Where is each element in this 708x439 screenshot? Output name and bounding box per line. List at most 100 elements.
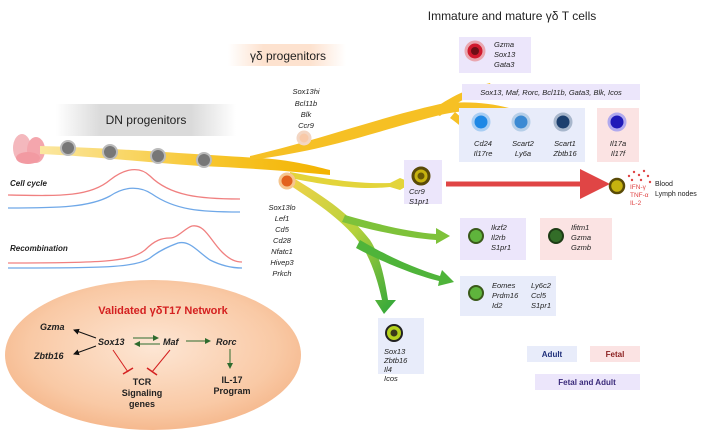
track-recombination-label: Recombination: [10, 244, 68, 253]
gene-scart1: Scart1: [554, 139, 576, 148]
gene-gata3-top: Gata3: [494, 60, 515, 69]
mid-fetal-genes: Ifitm1 Gzma Gzmb: [571, 223, 591, 252]
gene-gzmb: Gzmb: [571, 243, 591, 252]
gene-il17f: Il17f: [611, 149, 626, 158]
gene-ccr9: Ccr9: [409, 187, 426, 196]
node-il17-1: IL-17: [221, 375, 242, 385]
title-immature-mature: Immature and mature γδ T cells: [428, 9, 597, 23]
label-lymph-nodes: Lymph nodes: [655, 191, 697, 198]
track-cell-cycle-label: Cell cycle: [10, 179, 47, 188]
gene-gzma-top: Gzma: [494, 40, 514, 49]
node-sox13: Sox13: [98, 337, 125, 347]
network-ellipse: [5, 280, 301, 430]
gene-il17re: Il17re: [474, 149, 493, 158]
fetal-il17-cell: [607, 112, 627, 132]
gene-icos: Icos: [384, 374, 398, 383]
adult-cell-cd24: [471, 112, 491, 132]
legend-fetal: [590, 346, 640, 362]
cell-cycle-red-line: [7, 169, 241, 200]
legend-fetal-adult: [535, 374, 640, 390]
bottom-cell-box: [378, 318, 424, 374]
node-zbtb16: Zbtb16: [33, 351, 64, 361]
cytokine-ifng: IFN-γ: [630, 184, 647, 191]
node-tcr-3: genes: [129, 399, 155, 409]
edge-sox13-gzma: [73, 328, 97, 339]
branch-upper-genes: Sox13hi Bcl11b Blk Ccr9: [292, 87, 319, 130]
node-gzma: Gzma: [40, 322, 65, 332]
network-title: Validated γδT17 Network: [98, 305, 228, 317]
node-rorc: Rorc: [216, 337, 237, 347]
gene-ly6a: Ly6a: [515, 149, 531, 158]
adult-cell-scart1: [553, 112, 573, 132]
gene-sox13-top: Sox13: [494, 50, 516, 59]
gene-cd24: Cd24: [474, 139, 492, 148]
fetal-il17-genes: Il17a Il17f: [610, 139, 626, 158]
gene-sox13hi: Sox13hi: [292, 87, 319, 96]
gene-bcl11b: Bcl11b: [295, 99, 317, 108]
gene-blk: Blk: [301, 110, 313, 119]
network-tcr: TCR Signaling genes: [122, 377, 163, 409]
gene-il4: Il4: [384, 365, 392, 374]
label-blood: Blood: [655, 181, 673, 188]
adult-cells-genes: Cd24 Il17re Scart2 Ly6a Scart1 Zbtb16: [474, 139, 578, 158]
gene-il17a: Il17a: [610, 139, 626, 148]
ccr9-genes: Ccr9 S1pr1: [409, 187, 429, 206]
gene-sox13lo: Sox13lo: [268, 203, 295, 212]
blood-lymph-labels: Blood Lymph nodes: [655, 181, 697, 198]
recombination-blue-line: [7, 241, 243, 269]
gene-s1pr1-ccr9: S1pr1: [409, 197, 429, 206]
gene-s1pr1-eomes: S1pr1: [531, 301, 551, 310]
cytokine-il2: IL-2: [630, 200, 642, 207]
legend-adult-label: Adult: [542, 350, 563, 359]
cytokine-tnfa: TNF-α: [630, 192, 649, 199]
node-tcr-2: Signaling: [122, 388, 163, 398]
node-maf: Maf: [163, 337, 180, 347]
gene-cd28: Cd28: [273, 236, 292, 245]
gene-lef1: Lef1: [275, 214, 290, 223]
gd-progenitors-banner: [228, 44, 346, 66]
cell-cycle-blue-line: [7, 187, 241, 213]
gene-ccr9-upper: Ccr9: [298, 121, 315, 130]
recombination-red-line: [7, 225, 243, 264]
title-gd-progenitors: γδ progenitors: [250, 49, 326, 63]
flow-lower-to-eomes: [356, 240, 454, 286]
adult-cell-scart2: [511, 112, 531, 132]
cytokines: IFN-γ TNF-α IL-2: [630, 184, 649, 207]
network-il17: IL-17 Program: [213, 375, 250, 396]
legend-adult: [527, 346, 577, 362]
gene-ifitm1: Ifitm1: [571, 223, 589, 232]
top-cell-genes: Gzma Sox13 Gata3: [494, 40, 516, 69]
gene-nfatc1: Nfatc1: [271, 247, 293, 256]
flow-lower-to-bottom: [288, 176, 396, 314]
legend-fetal-label: Fetal: [606, 350, 625, 359]
flow-lower-to-mid: [342, 215, 450, 244]
gene-id2: Id2: [492, 301, 503, 310]
gene-prdm16: Prdm16: [492, 291, 519, 300]
cytokine-dots: [627, 169, 652, 184]
gd-progenitor-lower: [278, 172, 296, 190]
shared-gene-bar: [462, 84, 640, 100]
edge-sox13-zbtb16: [73, 345, 97, 356]
edge-sox13-tcr-inhibit: [112, 349, 129, 373]
flow-lower-to-ccr9: [290, 172, 412, 190]
gene-gzma-mid: Gzma: [571, 233, 591, 242]
branch-lower-genes: Sox13lo Lef1 Cd5 Cd28 Nfatc1 Hivep3 Prkc…: [268, 203, 295, 278]
gene-prkch: Prkch: [272, 269, 291, 278]
eomes-cell: [468, 285, 484, 301]
edge-maf-tcr-inhibit: [151, 349, 171, 373]
eomes-genes: Eomes Prdm16 Id2 Ly6c2 Ccl5 S1pr1: [492, 281, 552, 310]
network-nodes: Gzma Zbtb16 Sox13 Maf Rorc: [33, 322, 237, 361]
title-dn-progenitors: DN progenitors: [106, 113, 187, 127]
gene-cd5: Cd5: [275, 225, 290, 234]
node-il17-2: Program: [213, 386, 250, 396]
migrated-cell: [608, 177, 626, 195]
dn-progenitors-banner: [56, 104, 236, 136]
gene-ikzf2: Ikzf2: [491, 223, 508, 232]
gene-scart2: Scart2: [512, 139, 535, 148]
gene-sox13-bottom: Sox13: [384, 347, 406, 356]
gene-hivep3: Hivep3: [270, 258, 294, 267]
gene-eomes: Eomes: [492, 281, 516, 290]
mid-fetal-cell: [548, 228, 564, 244]
